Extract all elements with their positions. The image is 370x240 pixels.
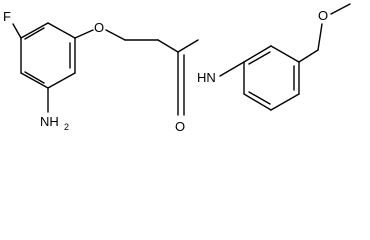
bond-o-ring-methoxy bbox=[317, 23, 323, 51]
bond bbox=[243, 93, 272, 111]
bond bbox=[270, 45, 300, 63]
bond-c-carbonyl bbox=[157, 39, 179, 53]
bond-o-ch2 bbox=[105, 29, 126, 41]
bond bbox=[20, 22, 49, 39]
double-bond-inner bbox=[248, 51, 271, 65]
bond bbox=[243, 45, 272, 63]
double-bond-inner bbox=[24, 27, 45, 40]
bond-n-aryl bbox=[219, 61, 245, 77]
bond-c-f bbox=[12, 23, 22, 39]
double-bond-inner bbox=[248, 91, 271, 105]
right-benzene-ring bbox=[243, 45, 300, 111]
bond-c-nh bbox=[177, 39, 199, 53]
amine-label: NH bbox=[40, 114, 59, 129]
carbonyl-oxygen-label: O bbox=[175, 119, 185, 134]
chemical-structure: F NH 2 O O HN O bbox=[3, 3, 351, 134]
bond-o-ch3 bbox=[330, 3, 351, 15]
bond-c-o-methoxy bbox=[298, 49, 319, 63]
bond bbox=[47, 72, 76, 89]
amide-nh-label: HN bbox=[197, 70, 216, 85]
bond-c-o-ether bbox=[74, 29, 94, 39]
methoxy-oxygen-label: O bbox=[318, 8, 328, 23]
left-benzene-ring bbox=[20, 22, 76, 89]
bond bbox=[270, 93, 300, 111]
amine-subscript: 2 bbox=[64, 122, 69, 132]
bond bbox=[20, 72, 49, 89]
double-bond-inner bbox=[24, 71, 45, 84]
bond bbox=[47, 22, 76, 39]
fluorine-label: F bbox=[3, 9, 11, 24]
ether-oxygen-label: O bbox=[94, 20, 104, 35]
